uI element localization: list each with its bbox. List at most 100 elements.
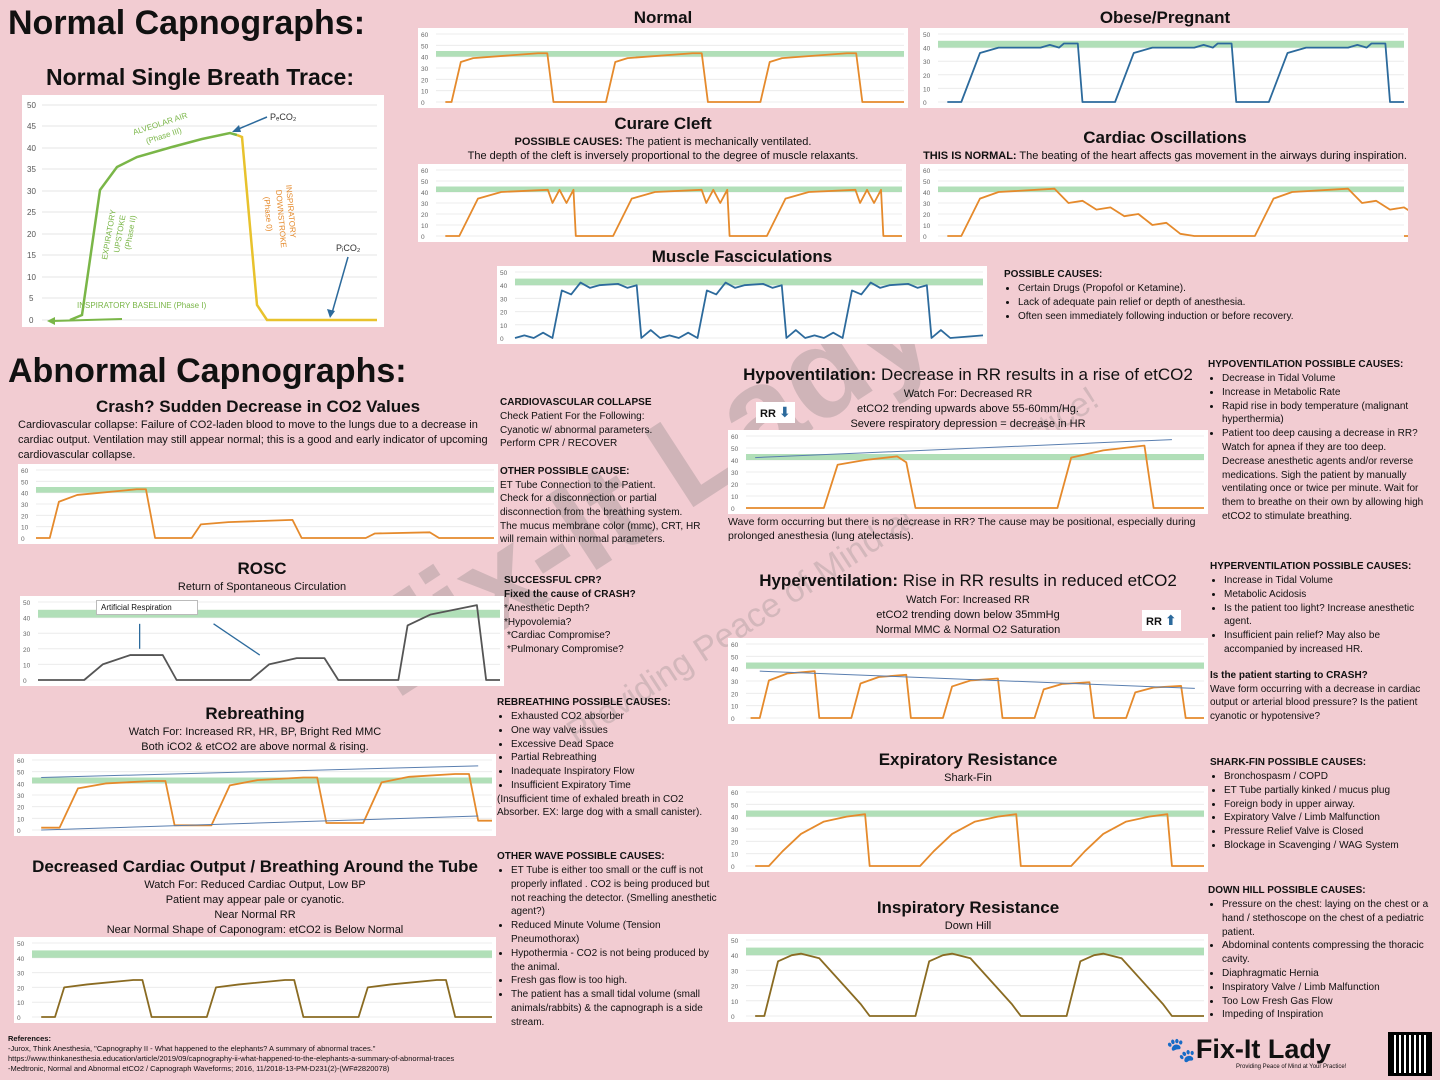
y-tick-label: 30 [21, 502, 29, 509]
y-tick-label: 10 [731, 999, 739, 1006]
normal-range-band [746, 662, 1204, 669]
y-tick-label: 10 [23, 662, 31, 669]
y-tick-label: 40 [731, 667, 739, 674]
y-tick-label: 30 [731, 679, 739, 686]
sb-tick: 20 [27, 230, 36, 239]
y-tick-label: 10 [421, 223, 429, 230]
sb-petco2-arrow [235, 116, 268, 131]
y-tick-label: 10 [17, 1000, 25, 1007]
sb-petco2-label: PₑCO₂ [270, 112, 297, 122]
normal-range-band [32, 950, 492, 958]
waveform-trace [750, 670, 1204, 719]
trend-line [41, 765, 479, 778]
y-tick-label: 10 [500, 323, 508, 330]
rebreathing-line2: Both iCO2 & etCO2 are above normal & ris… [141, 741, 369, 753]
y-tick-label: 30 [731, 470, 739, 477]
y-tick-label: 20 [23, 647, 31, 654]
y-tick-label: 50 [923, 32, 931, 39]
y-tick-label: 50 [500, 270, 508, 277]
y-tick-label: 20 [923, 73, 931, 80]
y-tick-label: 30 [923, 201, 931, 208]
waveform-trace [947, 187, 1408, 237]
sb-tick: 5 [29, 294, 34, 303]
y-tick-label: 30 [421, 66, 429, 73]
y-tick-label: 30 [731, 827, 739, 834]
sb-tick: 35 [27, 165, 36, 174]
y-tick-label: 0 [421, 100, 425, 107]
normal-range-band [746, 947, 1204, 956]
sb-yellow-trace [236, 133, 377, 322]
y-tick-label: 40 [421, 55, 429, 62]
sb-green-trace [69, 131, 238, 322]
brand-logo: 🐾Fix-It Lady [1166, 1034, 1331, 1064]
y-tick-label: 10 [923, 86, 931, 93]
y-tick-label: 20 [923, 212, 931, 219]
y-tick-label: 0 [731, 716, 735, 723]
waveform-trace [947, 42, 1404, 103]
sb-tick: 25 [27, 208, 36, 217]
waveform-trace [755, 813, 1204, 867]
sb-tick: 50 [27, 101, 36, 110]
downhill-causes-box: DOWN HILL POSSIBLE CAUSES: Pressure on t… [1208, 884, 1430, 1022]
y-tick-label: 50 [731, 654, 739, 661]
waveform-trace [514, 281, 984, 339]
y-tick-label: 60 [17, 758, 25, 765]
dco-line1: Watch For: Reduced Cardiac Output, Low B… [144, 879, 366, 891]
brand-tagline: Providing Peace of Mind at Your Practice… [1236, 1064, 1347, 1070]
hyper-line2: etCO2 trending down below 35mmHg [876, 609, 1060, 621]
hypo-title: Hypoventilation: Decrease in RR results … [743, 365, 1193, 384]
shark-causes-box: SHARK-FIN POSSIBLE CAUSES: Bronchospasm … [1210, 756, 1430, 853]
y-tick-label: 20 [731, 482, 739, 489]
other-wave-box: OTHER WAVE POSSIBLE CAUSES: ET Tube is e… [497, 850, 719, 1030]
sb-pico2-arrow [331, 256, 349, 314]
rosc-label: Artificial Respiration [96, 600, 198, 615]
cardiac-osc-title: Cardiac Oscillations [1083, 128, 1247, 147]
sb-phase0-label: (Phase 0) [262, 196, 274, 232]
y-tick-label: 10 [923, 223, 931, 230]
hypo-line3: Severe respiratory depression = decrease… [850, 418, 1086, 430]
rebreathing-line1: Watch For: Increased RR, HR, BP, Bright … [128, 726, 382, 738]
hyper-line3: Normal MMC & Normal O2 Saturation [875, 624, 1061, 636]
y-tick-label: 60 [421, 168, 429, 175]
y-tick-label: 30 [17, 793, 25, 800]
y-tick-label: 40 [17, 781, 25, 788]
y-tick-label: 20 [21, 513, 29, 520]
hypo-line2: etCO2 trending upwards above 55-60mm/Hg. [857, 403, 1079, 415]
y-tick-label: 20 [17, 805, 25, 812]
y-tick-label: 40 [500, 283, 508, 290]
y-tick-label: 10 [421, 89, 429, 96]
dco-line2: Patient may appear pale or cyanotic. [165, 894, 345, 906]
sb-tick: 40 [27, 144, 36, 153]
y-tick-label: 0 [500, 336, 504, 343]
cpr-box: SUCCESSFUL CPR? Fixed the cause of CRASH… [504, 575, 636, 655]
rebreathing-causes-box: REBREATHING POSSIBLE CAUSES: Exhausted C… [497, 696, 719, 820]
sb-tick: 10 [27, 273, 36, 282]
y-tick-label: 30 [17, 971, 25, 978]
crash-text: Cardiovascular collapse: Failure of CO2-… [18, 419, 488, 461]
dco-line3: Near Normal RR [214, 909, 296, 921]
normal-range-band [746, 454, 1204, 460]
y-tick-label: 60 [731, 642, 739, 649]
y-tick-label: 60 [731, 790, 739, 797]
y-tick-label: 10 [731, 852, 739, 859]
y-tick-label: 30 [23, 631, 31, 638]
y-tick-label: 30 [500, 296, 508, 303]
normal-range-band [938, 186, 1404, 192]
y-tick-label: 0 [17, 828, 21, 835]
exp-res-title: Expiratory Resistance [878, 750, 1058, 769]
